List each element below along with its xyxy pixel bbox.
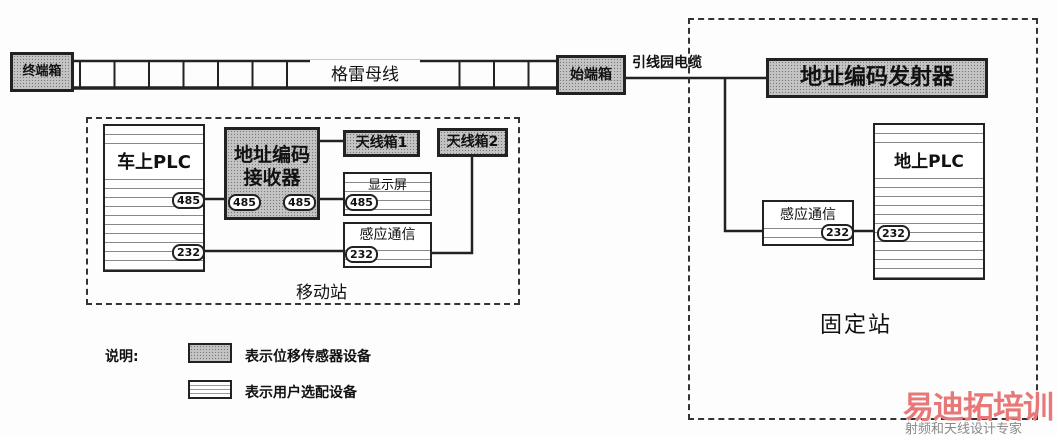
address-code-receiver: 地址编码 接收器 485 485 (224, 127, 320, 220)
receiver-port-485-left: 485 (228, 194, 261, 211)
legend-label-optional: 表示用户选配设备 (245, 385, 357, 401)
fixed-comm-label: 感应通信 (764, 204, 852, 224)
end-box: 终端箱 (10, 52, 74, 92)
fixed-comm-line (723, 78, 765, 233)
ground-plc-port-232: 232 (877, 225, 910, 242)
fixed-comm-port-232: 232 (821, 224, 854, 241)
watermark-brand: 易迪拓培训 (903, 390, 1054, 426)
bus-label: 格雷母线 (310, 60, 420, 85)
fixed-station-title: 固定站 (820, 313, 893, 338)
fixed-station-boundary (688, 18, 1038, 420)
mobile-comm-label: 感应通信 (345, 224, 430, 244)
legend-swatch-sensor (188, 343, 232, 363)
mobile-induction-comm: 感应通信 232 (343, 222, 432, 268)
mobile-station-title: 移动站 (296, 283, 347, 303)
receiver-label-line1: 地址编码 (233, 144, 310, 166)
ground-plc-label: 地上PLC (875, 147, 983, 172)
mobile-station-boundary (86, 117, 520, 305)
antenna-box-2: 天线箱2 (437, 128, 508, 157)
legend-label-sensor: 表示位移传感器设备 (245, 349, 371, 365)
display-label: 显示屏 (367, 178, 407, 193)
comm-antenna2-line (432, 157, 474, 255)
vehicle-plc: 车上PLC 485 232 (103, 124, 205, 272)
legend-swatch-optional (188, 380, 232, 399)
vehicle-plc-port-232: 232 (172, 244, 205, 261)
address-code-transmitter: 地址编码发射器 (766, 58, 988, 98)
antenna-box-1: 天线箱1 (343, 130, 420, 157)
display-screen: 显示屏 485 (343, 172, 432, 216)
display-port-485: 485 (345, 194, 378, 211)
receiver-label-line2: 接收器 (243, 167, 301, 189)
vehicle-plc-port-485: 485 (172, 192, 205, 209)
fixed-induction-comm: 感应通信 232 (762, 200, 854, 246)
cable-label: 引线园电缆 (632, 55, 702, 71)
legend-title: 说明: (105, 349, 139, 365)
mobile-comm-port-232: 232 (345, 246, 378, 263)
watermark-slogan: 射频和天线设计专家 (905, 422, 1023, 436)
ground-plc: 地上PLC 232 (873, 123, 985, 280)
vehicle-plc-label: 车上PLC (105, 148, 203, 174)
receiver-port-485-right: 485 (283, 194, 316, 211)
start-box: 始端箱 (556, 55, 626, 95)
